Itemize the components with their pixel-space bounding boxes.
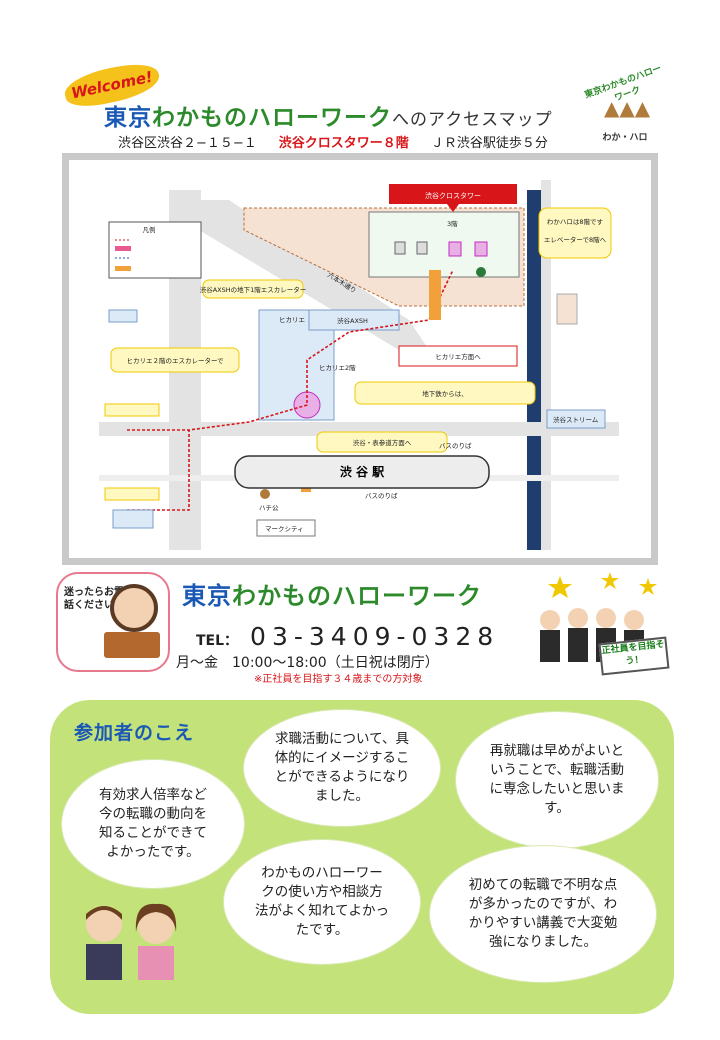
logo-sub: わか・ハロ (602, 133, 648, 143)
voice-bubble-2: 求職活動について、具体的にイメージすることができるようになりました。 (244, 710, 440, 826)
axsh-label: 渋谷AXSH (337, 316, 368, 325)
tel-label: TEL： (196, 633, 239, 649)
station-label: 渋 谷 駅 (340, 464, 385, 479)
elevator-note-body: エレベーターで8階へ (544, 235, 607, 244)
hikarie-note-text: ヒカリエ２階のエスカレーターで (126, 356, 224, 365)
bus-stop-label: バスのりば (365, 491, 398, 500)
hikarie2-label: ヒカリエ2階 (319, 363, 356, 372)
logo: 東京わかものハローワーク わか・ハロ (582, 64, 668, 143)
desk-icon (104, 632, 160, 658)
center-name-tokyo: 東京 (182, 582, 232, 610)
route-note2: ヒカリエ方面へ (435, 352, 481, 361)
operator-icon (110, 584, 158, 632)
hachiko-icon (260, 489, 270, 499)
voice-text-5: 初めての転職で不明な点が多かったのですが、わかりやすい講義で大変勉強になりました… (468, 877, 618, 950)
cafe-icon (476, 267, 486, 277)
voice-bubble-5: 初めての転職で不明な点が多かったのですが、わかりやすい講義で大変勉強になりました… (430, 846, 656, 982)
page-title: 東京わかものハローワークへのアクセスマップ (104, 98, 553, 132)
mark-city-label: マークシティ (265, 525, 304, 533)
arrow-down-icon (447, 204, 459, 212)
cross-tower-banner (389, 184, 517, 204)
route-note3: 渋谷・表参道方面へ (353, 438, 412, 447)
title-tokyo: 東京 (104, 105, 152, 131)
subway-note (354, 381, 536, 405)
route-note1: 地下鉄からは、 (422, 389, 468, 398)
railway-line (527, 190, 543, 550)
voice-text-2: 求職活動について、具体的にイメージすることができるようになりました。 (274, 731, 410, 804)
hikarie-label: ヒカリエ (279, 316, 305, 324)
center-name-wakamono: わかものハローワーク (232, 582, 482, 610)
phone-line: TEL： 03-3409-0328 (196, 622, 499, 651)
axsh-note (202, 279, 304, 299)
floor3-label: 3階 (447, 219, 458, 228)
center-name: 東京わかものハローワーク (182, 576, 482, 611)
phone-number[interactable]: 03-3409-0328 (250, 622, 500, 651)
participants-icon (86, 903, 177, 980)
voice-bubble-3: 再就職は早めがよいということで、転職活動に専念したいと思います。 (456, 712, 658, 848)
voice-bubble-4: わかものハローワークの使い方や相談方法がよく知れてよかったです。 (224, 840, 420, 964)
address-line: 渋谷区渋谷２−１５−１ 渋谷クロスタワー８階 ＪＲ渋谷駅徒歩５分 (118, 132, 548, 151)
station-note (316, 431, 448, 453)
hachiko-label: ハチ公 (259, 504, 279, 512)
cross-tower-label: 渋谷クロスタワー (425, 191, 481, 200)
building-name: 渋谷クロスタワー８階 (278, 136, 409, 151)
address: 渋谷区渋谷２−１５−１ (118, 136, 257, 151)
voice-text-1: 有効求人倍率など今の転職の動向を知ることができてよかったです。 (99, 787, 207, 860)
access-map: 渋谷クロスタワー 3階 わかハロは8階です エレベーターで8階へ 六本木通り 凡… (69, 160, 651, 558)
title-access-map: へのアクセスマップ (392, 110, 553, 130)
shibuya-station (234, 455, 490, 489)
elevator-note (538, 207, 612, 259)
title-wakamono: わかものハローワーク (152, 105, 392, 131)
elevator-note-title: わかハロは8階です (547, 217, 604, 226)
opening-hours: 月〜金 10:00〜18:00（土日祝は閉庁） (176, 655, 439, 671)
axsh-note-text: 渋谷AXSHの地下1階エスカレーター (200, 285, 307, 294)
voice-bubble-1: 有効求人倍率など今の転職の動向を知ることができてよかったです。 (62, 760, 244, 888)
voice-text-4: わかものハローワークの使い方や相談方法がよく知れてよかったです。 (255, 865, 389, 938)
hikarie-note (110, 347, 240, 373)
voice-text-3: 再就職は早めがよいということで、転職活動に専念したいと思います。 (489, 743, 625, 816)
voices-title: 参加者のこえ (74, 722, 195, 744)
road-horizontal (99, 422, 619, 436)
route-line (127, 269, 454, 431)
cross-tower-building (368, 211, 520, 278)
bus-terminal-label: バスのりば (439, 441, 472, 450)
route-note2-box (398, 345, 518, 367)
station-walk: ＪＲ渋谷駅徒歩５分 (430, 136, 548, 151)
legend-title: 凡例 (143, 225, 156, 234)
operator-text: 迷ったらお電話ください！ (64, 587, 124, 611)
stream-label: 渋谷ストリーム (553, 415, 599, 424)
dogs-mascot-icon: ▲▲▲ (604, 96, 651, 120)
eligibility-note: ※正社員を目指す３４歳までの方対象 (254, 674, 423, 685)
